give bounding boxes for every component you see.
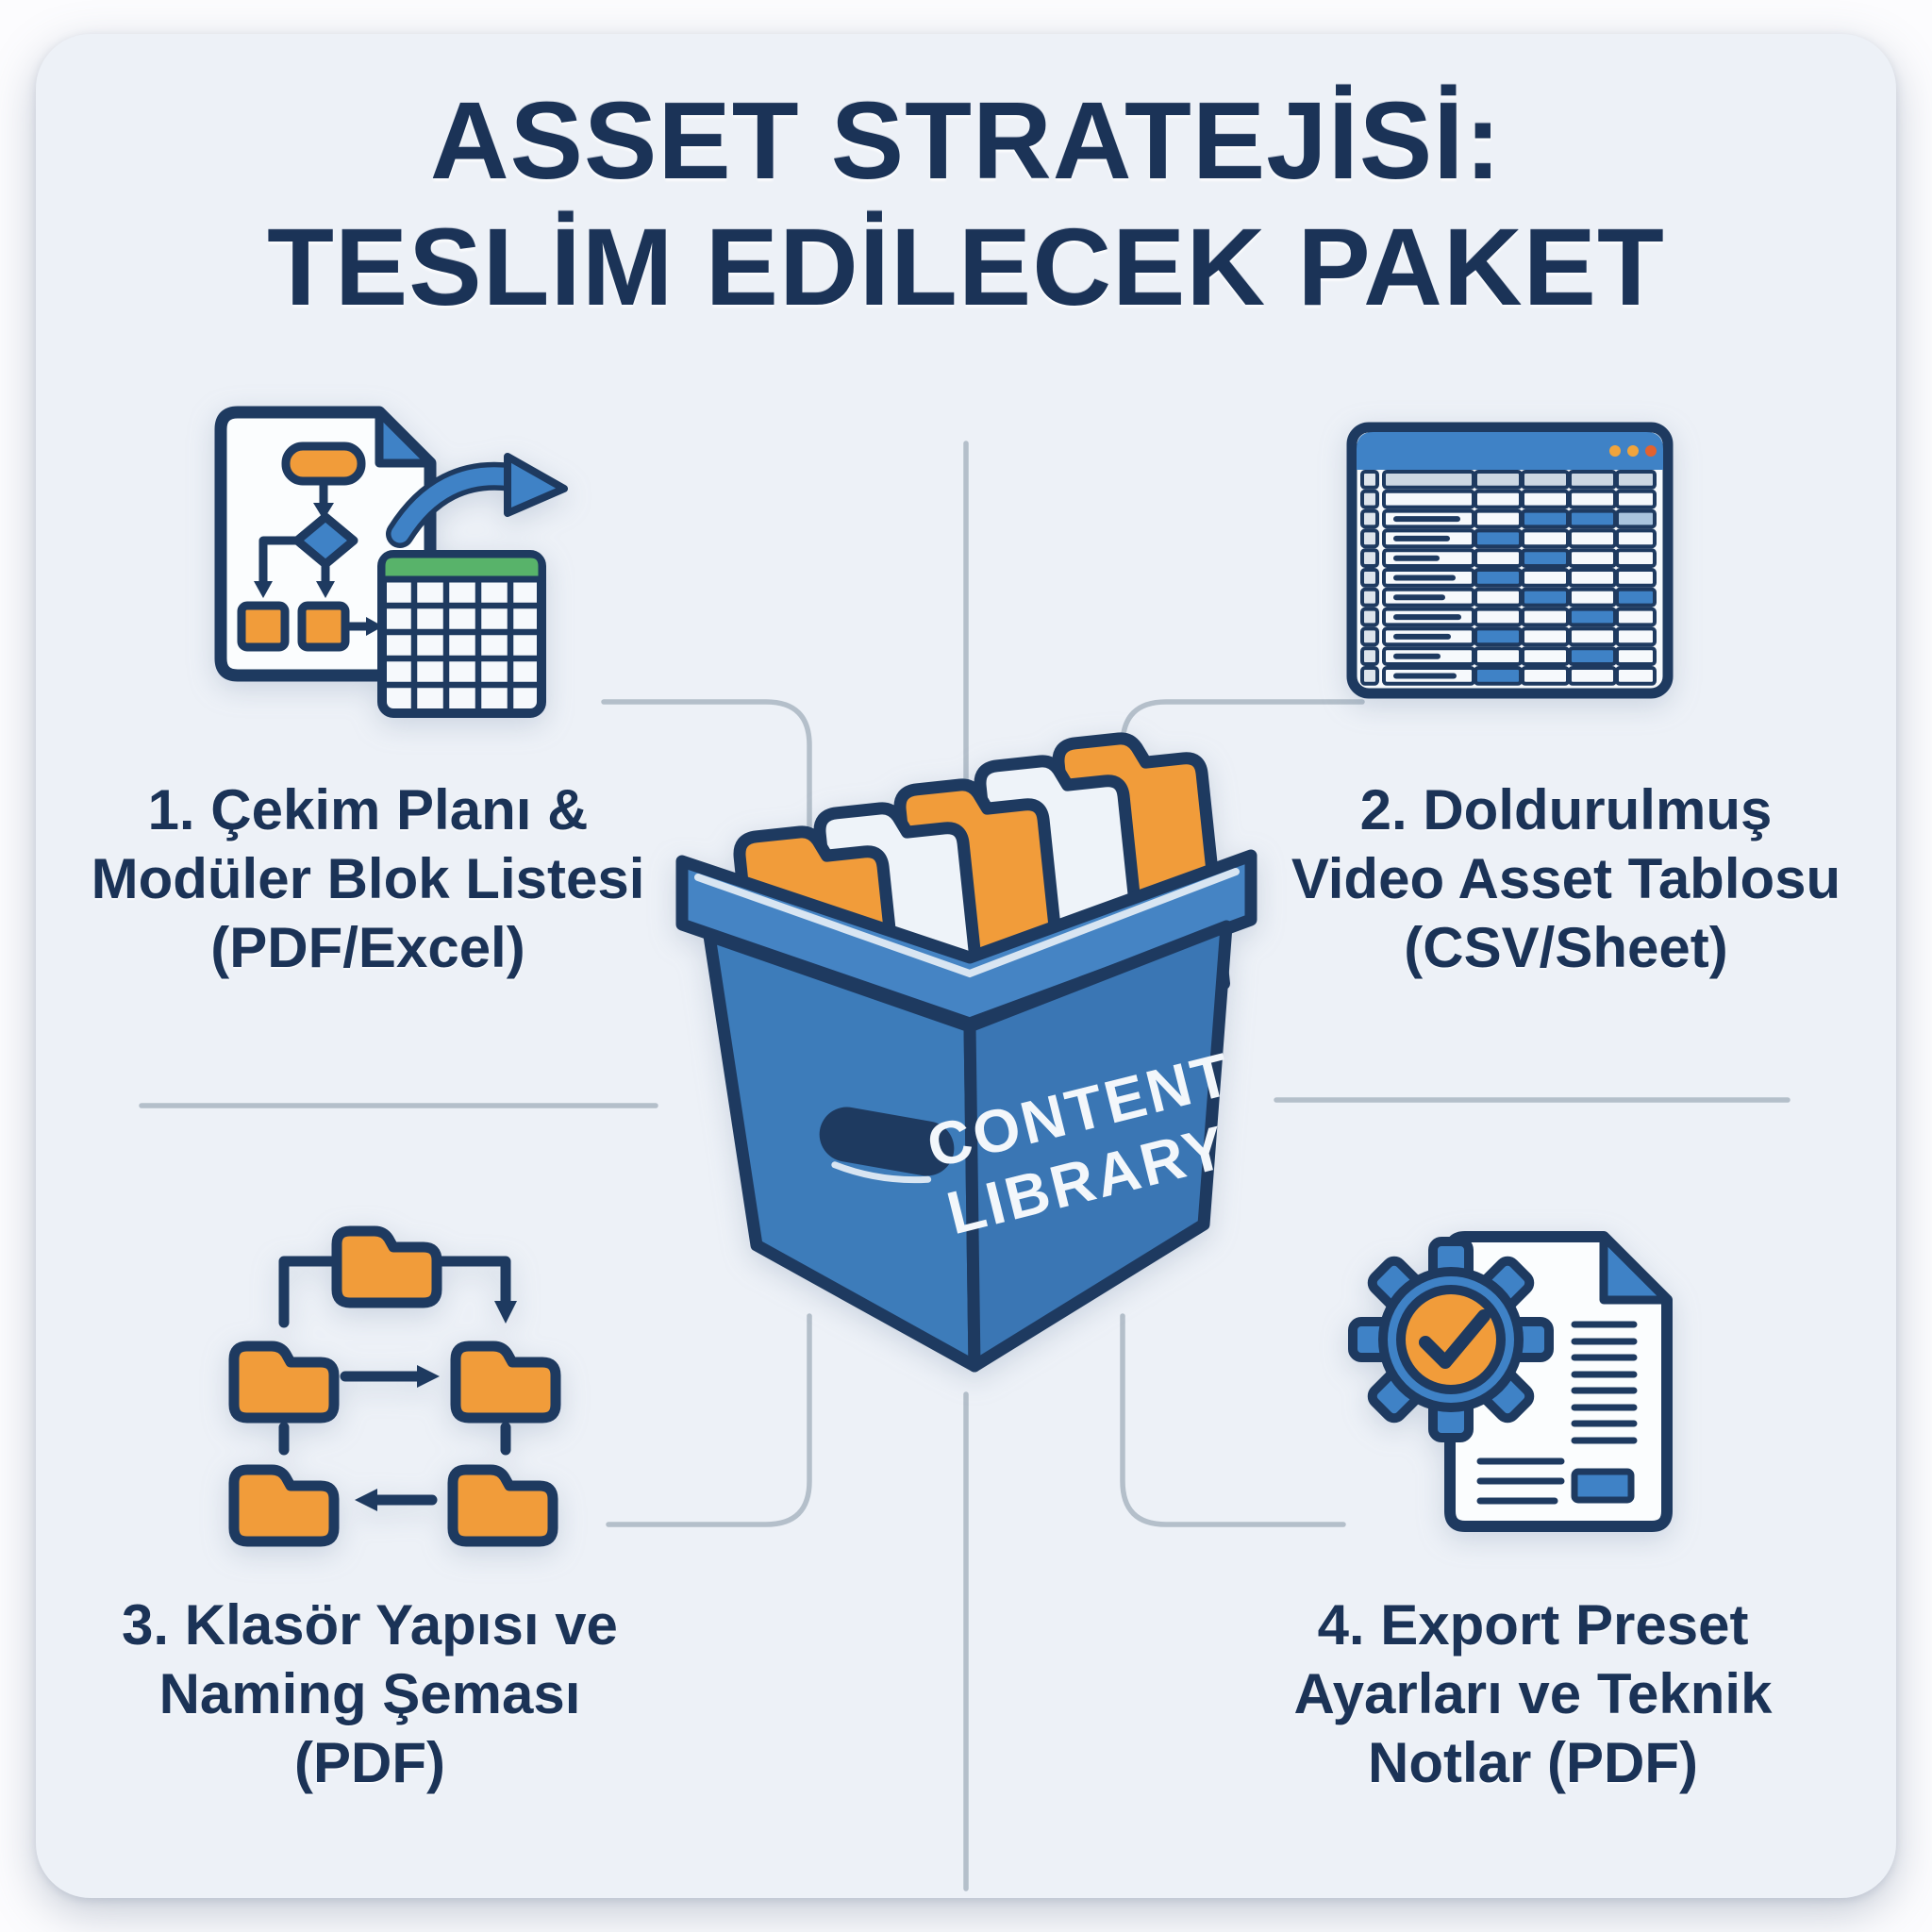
page-title: ASSET STRATEJİSİ: TESLİM EDİLECEK PAKET <box>0 77 1932 330</box>
spreadsheet-grid <box>1360 470 1657 686</box>
window-titlebar <box>1357 432 1663 470</box>
window-dot-icon <box>1627 445 1639 457</box>
folder-icon <box>456 1346 556 1418</box>
box-rim <box>675 849 1257 1030</box>
folder-icon <box>453 1470 553 1541</box>
export-arrow-icon <box>386 453 568 548</box>
gear-check-document-icon <box>1348 1231 1673 1532</box>
caption-line: Notlar (PDF) <box>1368 1731 1698 1794</box>
page-title-line-1: ASSET STRATEJİSİ: <box>429 79 1503 202</box>
mini-spreadsheet-icon <box>377 550 546 718</box>
box-right-face <box>963 920 1233 1373</box>
caption-line: Modüler Blok Listesi <box>91 847 645 910</box>
caption-line: Naming Şeması <box>158 1662 581 1725</box>
caption-item-4: 4. Export Preset Ayarları ve Teknik Notl… <box>1203 1591 1863 1797</box>
folder-structure-icon <box>217 1208 651 1585</box>
caption-item-3: 3. Klasör Yapısı ve Naming Şeması (PDF) <box>40 1591 700 1797</box>
caption-line: 1. Çekim Planı & <box>147 778 589 841</box>
check-badge <box>1396 1285 1506 1394</box>
folded-corner <box>375 408 435 468</box>
text-lines <box>1476 1321 1638 1505</box>
folder-icon <box>234 1470 334 1541</box>
highlight-block <box>1571 1468 1635 1504</box>
folder-icon <box>234 1346 334 1418</box>
gear-icon <box>1348 1237 1554 1442</box>
folded-corner <box>1599 1232 1672 1305</box>
content-library-box-icon: CONTENT LIBRARY <box>675 706 1257 1373</box>
data-table-window-icon <box>1346 422 1674 699</box>
flowchart-icon <box>237 441 383 652</box>
box-handle <box>819 1107 955 1184</box>
flowchart-to-spreadsheet-icon <box>214 406 568 718</box>
window-dot-icon <box>1645 445 1657 457</box>
checkmark-icon <box>1419 1309 1491 1369</box>
caption-line: (PDF/Excel) <box>210 916 525 979</box>
caption-line: (CSV/Sheet) <box>1404 916 1728 979</box>
caption-line: Ayarları ve Teknik <box>1293 1662 1773 1725</box>
window-dot-icon <box>1609 445 1621 457</box>
caption-line: 3. Klasör Yapısı ve <box>122 1593 618 1657</box>
caption-line: Video Asset Tablosu <box>1291 847 1841 910</box>
page-title-line-2: TESLİM EDİLECEK PAKET <box>267 206 1665 328</box>
green-header-row <box>378 551 545 583</box>
folder-icon <box>337 1231 437 1303</box>
caption-line: (PDF) <box>294 1731 445 1794</box>
caption-line: 4. Export Preset <box>1317 1593 1749 1657</box>
caption-line: 2. Doldurulmuş <box>1359 778 1773 841</box>
caption-item-2: 2. Doldurulmuş Video Asset Tablosu (CSV/… <box>1236 775 1896 982</box>
caption-item-1: 1. Çekim Planı & Modüler Blok Listesi (P… <box>38 775 698 982</box>
connector-path <box>139 441 1790 1891</box>
